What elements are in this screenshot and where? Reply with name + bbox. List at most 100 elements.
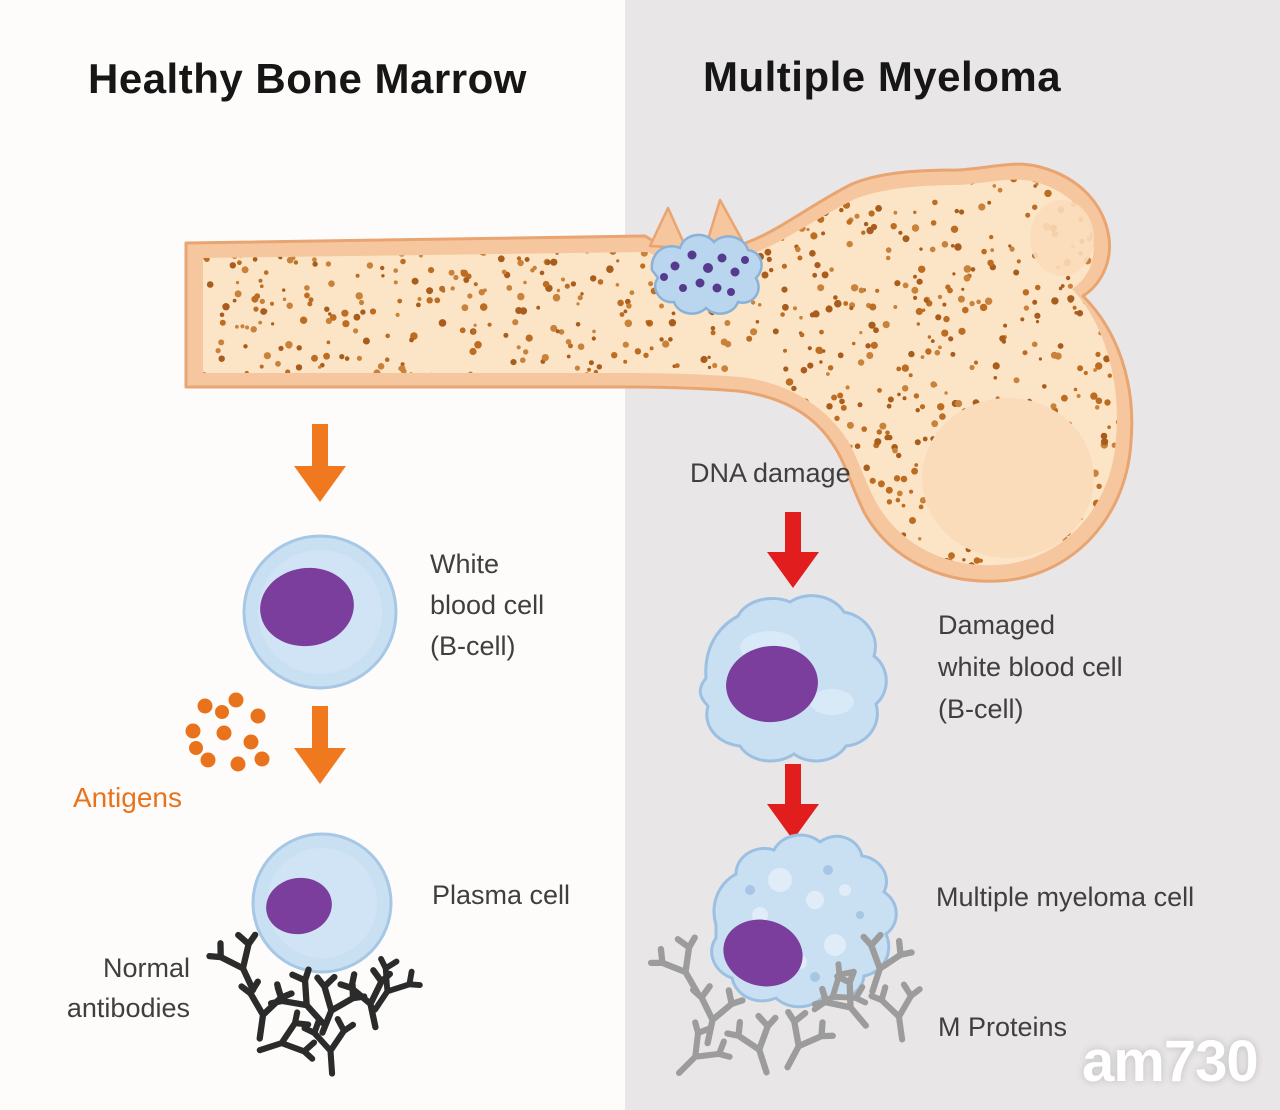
marrow-dot [355, 273, 360, 278]
marrow-dot [530, 268, 535, 273]
marrow-dot [435, 460, 442, 467]
marrow-dot [223, 179, 227, 184]
marrow-dot [450, 416, 457, 424]
marrow-dot [229, 262, 236, 269]
marrow-dot [335, 179, 340, 181]
marrow-dot [919, 404, 926, 410]
marrow-dot [808, 426, 814, 432]
marrow-dot [363, 190, 369, 195]
bone-lesion [650, 233, 763, 315]
marrow-dot [952, 272, 956, 276]
marrow-dot [1094, 192, 1099, 197]
marrow-dot [918, 504, 924, 510]
marrow-dot [254, 399, 261, 406]
marrow-dot [278, 345, 284, 351]
marrow-dot [843, 301, 849, 306]
label-line: (B-cell) [938, 694, 1024, 724]
marrow-dot [527, 484, 534, 492]
marrow-dot [997, 187, 1003, 193]
marrow-dot [469, 520, 477, 528]
marrow-dot [487, 322, 492, 327]
marrow-dot [701, 448, 706, 453]
marrow-dot [353, 313, 361, 321]
marrow-dot [431, 399, 435, 404]
marrow-dot [410, 526, 417, 532]
marrow-dot [244, 520, 252, 528]
marrow-dot [561, 462, 567, 468]
marrow-dot [325, 261, 332, 267]
marrow-dot [510, 359, 517, 366]
marrow-dot [444, 390, 449, 395]
marrow-dot [800, 179, 808, 185]
marrow-dot [716, 403, 723, 410]
marrow-dot [1034, 284, 1041, 291]
marrow-dot [495, 459, 501, 465]
marrow-dot [256, 202, 261, 208]
marrow-dot [536, 305, 541, 310]
marrow-dot [722, 166, 728, 172]
marrow-dot [516, 345, 521, 350]
antigen-dots [185, 692, 270, 772]
marrow-dot [913, 274, 917, 279]
marrow-dot [1121, 266, 1127, 272]
marrow-dot [1031, 341, 1038, 348]
marrow-dot [984, 297, 993, 305]
marrow-dot [575, 416, 580, 422]
marrow-dot [356, 449, 362, 454]
marrow-dot [249, 557, 258, 565]
marrow-dot [809, 250, 816, 257]
marrow-dot [221, 516, 229, 524]
marrow-dot [962, 558, 966, 562]
marrow-dot [941, 241, 949, 248]
marrow-dot [206, 281, 214, 288]
marrow-dot [393, 454, 399, 459]
myeloma-panel-title: Multiple Myeloma [703, 53, 1062, 100]
marrow-dot [473, 282, 478, 287]
marrow-dot [712, 362, 718, 369]
marrow-dot [270, 301, 274, 306]
marrow-dot [987, 200, 992, 205]
marrow-dot [468, 442, 476, 450]
marrow-dot [292, 406, 299, 413]
marrow-dot [869, 477, 876, 484]
marrow-dot [634, 222, 643, 230]
marrow-dot [501, 197, 506, 202]
marrow-dot [885, 430, 890, 436]
marrow-dot [331, 212, 338, 219]
marrow-dot [826, 403, 833, 410]
marrow-dot [803, 518, 810, 525]
marrow-dot [192, 187, 198, 193]
marrow-dot [328, 312, 332, 316]
marrow-dot [591, 439, 597, 444]
marrow-dot [556, 288, 561, 293]
damaged-cell-nucleus [726, 645, 818, 723]
marrow-dot [507, 513, 511, 517]
marrow-dot [421, 505, 428, 512]
marrow-dot [626, 303, 632, 309]
am730-watermark-logo: am730 [1082, 1029, 1259, 1094]
marrow-dot [203, 467, 209, 474]
marrow-dot [629, 530, 634, 534]
marrow-dot [285, 341, 293, 349]
marrow-dot [645, 470, 650, 474]
marrow-dot [691, 451, 695, 455]
marrow-dot [483, 465, 489, 471]
marrow-dot [863, 464, 870, 472]
marrow-dot [932, 199, 938, 206]
marrow-dot [693, 437, 701, 445]
marrow-dot [683, 188, 691, 196]
marrow-dot [195, 551, 202, 558]
marrow-dot [558, 329, 565, 335]
marrow-dot [913, 210, 917, 214]
marrow-dot [542, 171, 546, 175]
marrow-dot [456, 456, 462, 462]
marrow-dot [948, 336, 954, 342]
marrow-dot [516, 256, 522, 261]
marrow-dot [549, 223, 555, 229]
marrow-dot [219, 319, 226, 326]
marrow-dot [793, 494, 802, 502]
marrow-dot [362, 337, 370, 345]
marrow-dot [656, 193, 662, 198]
marrow-dot [384, 534, 390, 540]
marrow-dot [784, 172, 790, 178]
